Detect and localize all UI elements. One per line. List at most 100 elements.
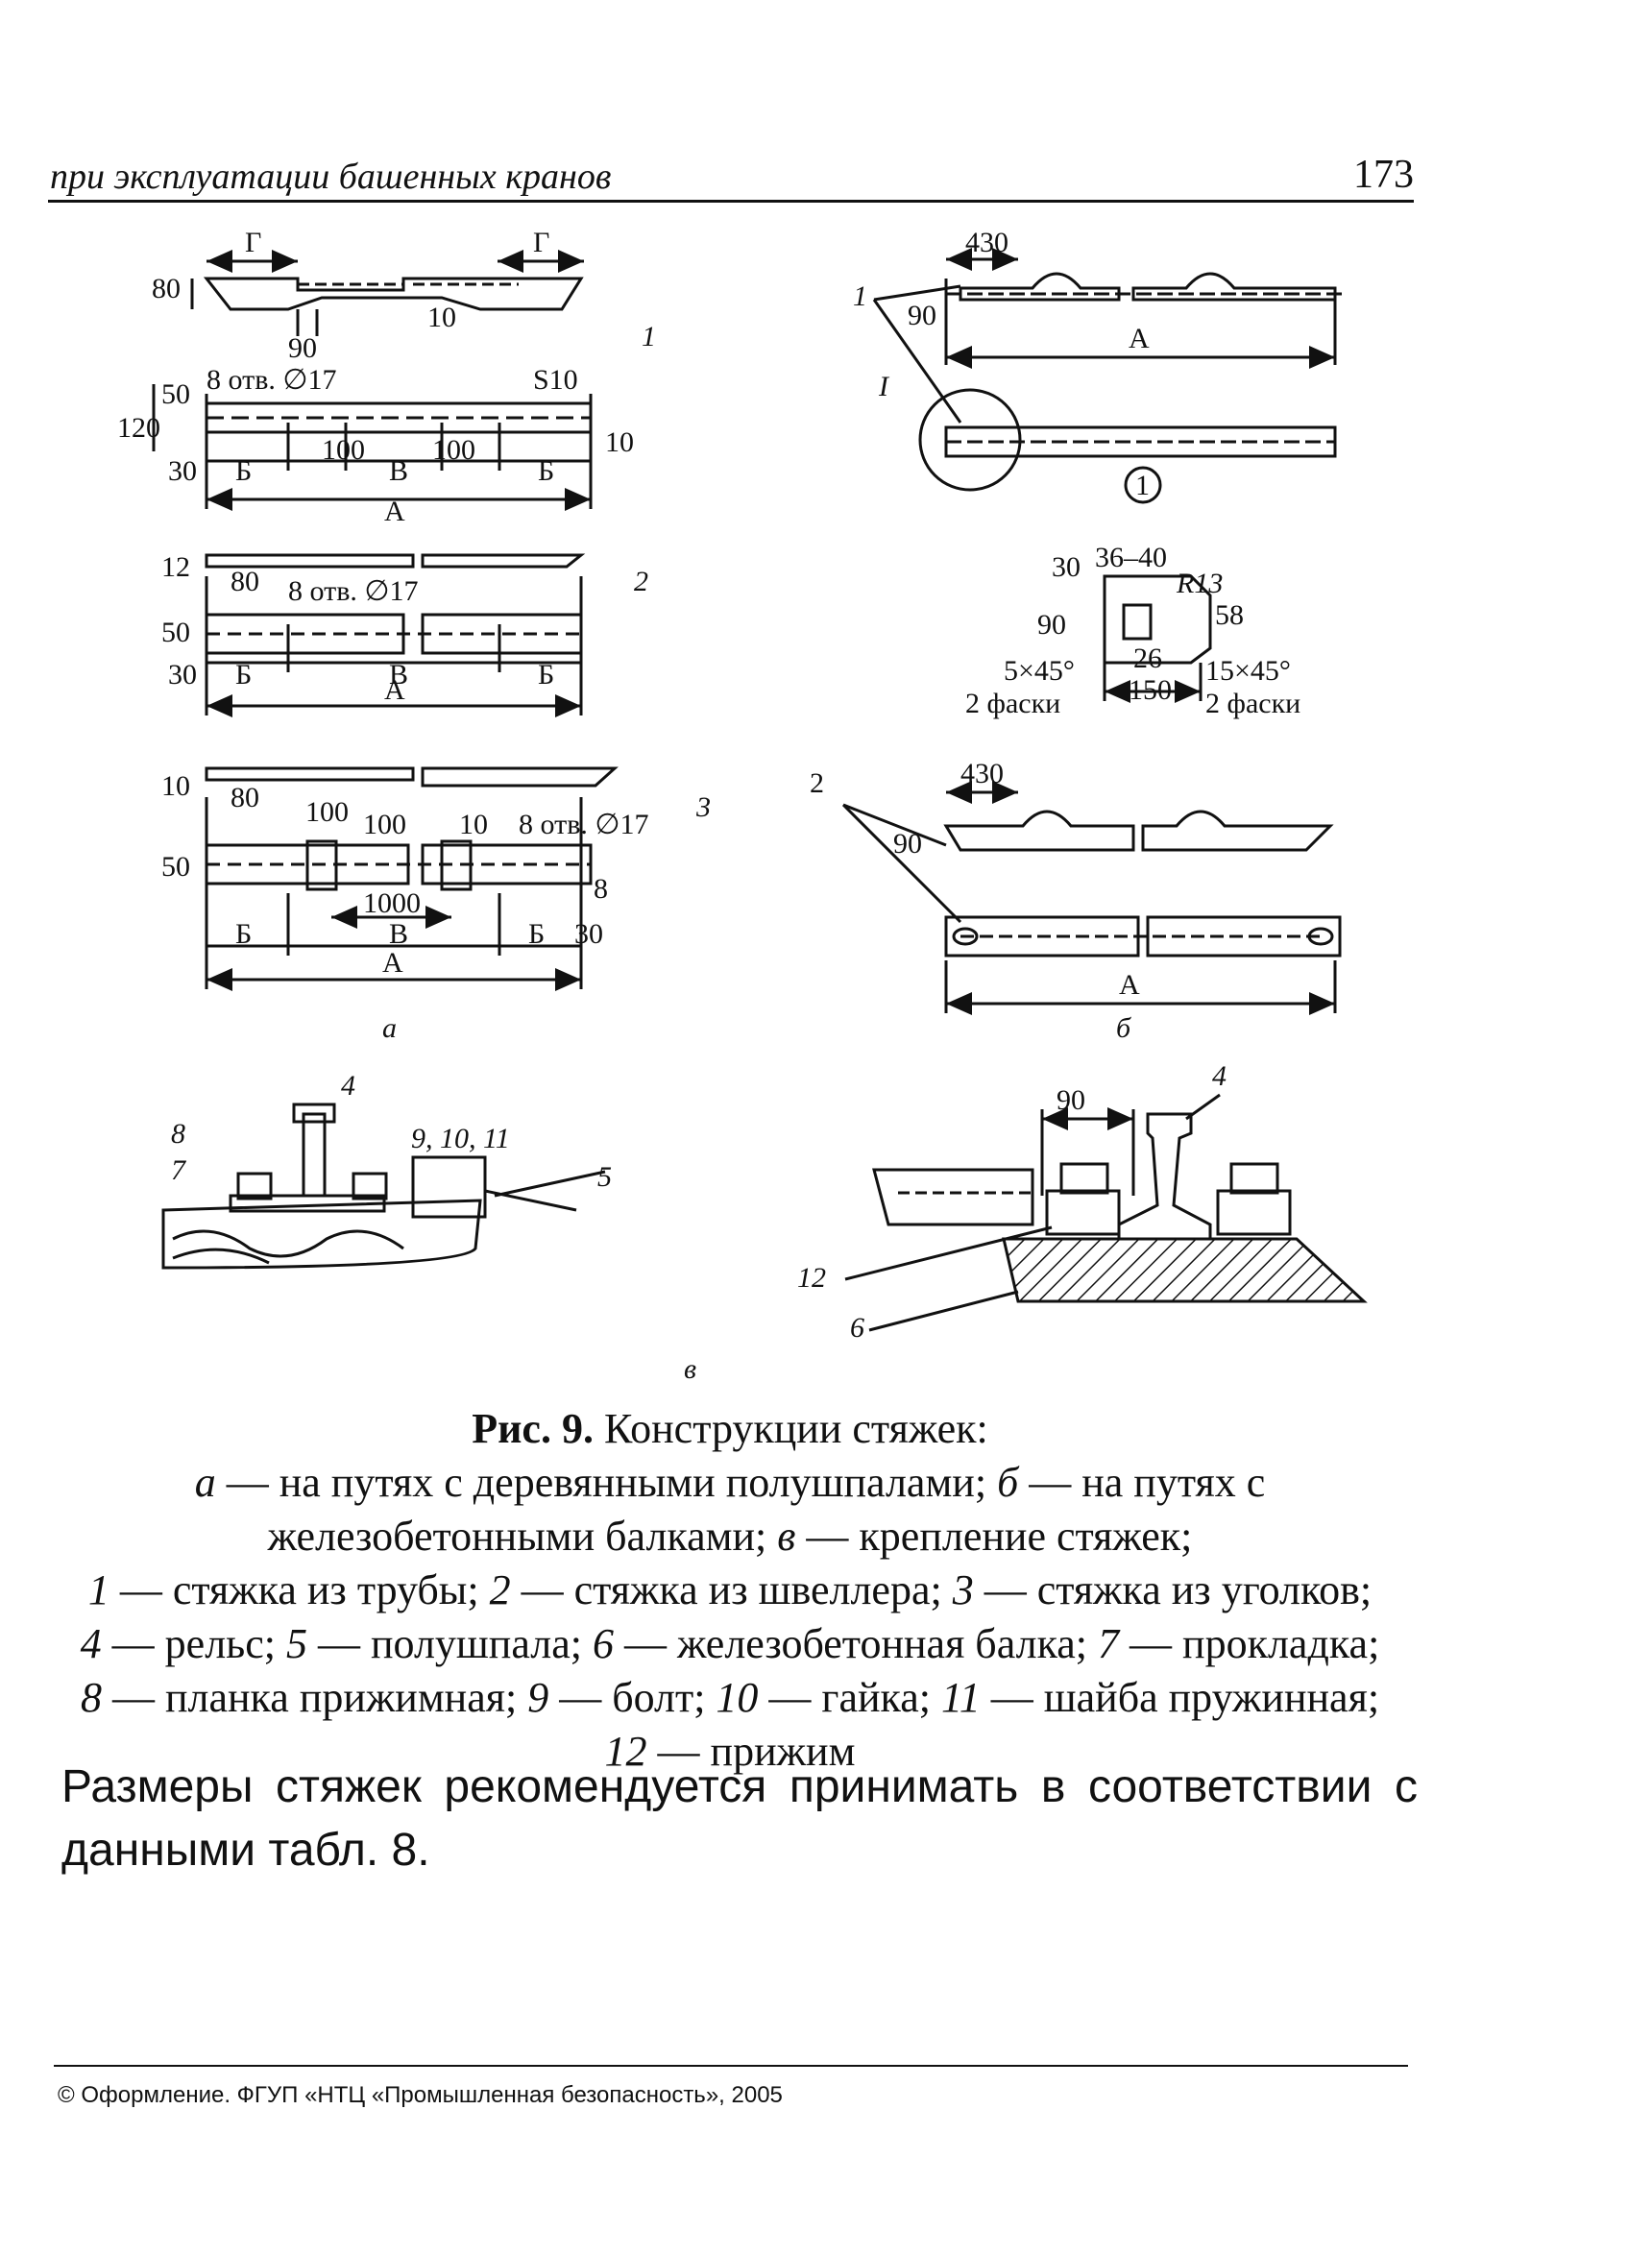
dim-label: Б xyxy=(235,918,252,950)
caption-key: 10 xyxy=(716,1674,759,1721)
caption-text: — на путях с xyxy=(1018,1459,1266,1506)
dim-label: 90 xyxy=(1057,1084,1085,1116)
caption-text: — железобетонная балка; xyxy=(613,1620,1099,1667)
dim-label: 100 xyxy=(432,434,475,466)
dim-label: R13 xyxy=(1176,568,1223,599)
caption-line: 4 — рельс; 5 — полушпала; 6 — железобето… xyxy=(38,1617,1421,1671)
dim-label: В xyxy=(389,918,408,950)
dim-label: В xyxy=(389,455,408,487)
dim-label: 100 xyxy=(305,796,349,828)
callout-label: 4 xyxy=(341,1070,355,1102)
footer-rule xyxy=(54,2065,1408,2067)
dim-label: 26 xyxy=(1133,643,1162,674)
figure-9-drawing: Г Г 80 90 10 1 8 отв. ∅17 S10 50 120 30 … xyxy=(117,227,1368,1383)
figure-title: Конструкции стяжек: xyxy=(593,1405,988,1452)
dim-label: 90 xyxy=(288,332,317,364)
caption-text: — полушпала; xyxy=(306,1620,593,1667)
caption-text: — планка прижимная; xyxy=(101,1674,528,1721)
dim-label: А xyxy=(384,496,405,527)
dim-label: 2 фаски xyxy=(965,688,1060,719)
dim-label: 8 xyxy=(594,873,608,905)
caption-line: 8 — планка прижимная; 9 — болт; 10 — гай… xyxy=(38,1671,1421,1725)
callout-label: 1 xyxy=(642,321,656,352)
caption-key: в xyxy=(777,1513,796,1560)
dim-label: 36–40 xyxy=(1095,542,1167,573)
caption-key: 12 xyxy=(604,1728,647,1775)
caption-key: 6 xyxy=(592,1620,614,1667)
dim-label: 30 xyxy=(1052,551,1081,583)
callout-label: 5 xyxy=(597,1161,612,1193)
callout-label: 4 xyxy=(1212,1060,1227,1092)
caption-text: — прижим xyxy=(646,1728,856,1775)
dim-label: 80 xyxy=(231,782,259,813)
caption-key: 5 xyxy=(285,1620,307,1667)
dim-label: 150 xyxy=(1129,674,1172,706)
caption-text: — прокладка; xyxy=(1119,1620,1380,1667)
caption-title-line: Рис. 9. Конструкции стяжек: xyxy=(38,1402,1421,1456)
dim-label: 5×45° xyxy=(1004,655,1075,687)
dim-label: 30 xyxy=(168,455,197,487)
dim-label: 80 xyxy=(231,566,259,597)
dim-label: 8 отв. ∅17 xyxy=(288,575,419,607)
caption-line: а — на путях с деревянными полушпалами; … xyxy=(38,1456,1421,1510)
dim-label: А xyxy=(384,674,405,706)
dim-label: 15×45° xyxy=(1205,655,1291,687)
callout-label: 7 xyxy=(171,1154,187,1186)
panel-v-drawing xyxy=(161,1093,1368,1332)
dim-label: S10 xyxy=(533,364,578,396)
panel-v-label: в xyxy=(684,1353,696,1383)
panel-b-drawing xyxy=(841,248,1345,1015)
callout-label: 8 xyxy=(171,1118,185,1150)
caption-key: 4 xyxy=(80,1620,102,1667)
caption-text: железобетонными балками; xyxy=(267,1513,778,1560)
dim-label: 100 xyxy=(322,434,365,466)
dim-label: 90 xyxy=(1037,609,1066,641)
dim-label: А xyxy=(1129,323,1150,354)
dim-label: Г xyxy=(533,227,549,258)
dim-label: 30 xyxy=(574,918,603,950)
dim-label: 12 xyxy=(161,551,190,583)
dim-label: Б xyxy=(235,659,252,691)
callout-label: 9, 10, 11 xyxy=(411,1123,510,1154)
caption-line: 1 — стяжка из трубы; 2 — стяжка из швелл… xyxy=(38,1564,1421,1617)
dim-label: Б xyxy=(538,659,554,691)
caption-line: 12 — прижим xyxy=(38,1725,1421,1779)
dim-label: Г xyxy=(245,227,261,258)
dim-label: 120 xyxy=(117,412,160,444)
caption-text: — болт; xyxy=(548,1674,717,1721)
panel-a-drawing xyxy=(152,250,619,991)
dim-label: 430 xyxy=(960,758,1004,789)
caption-key: 1 xyxy=(87,1566,109,1613)
caption-text: — рельс; xyxy=(101,1620,286,1667)
dim-label: А xyxy=(382,947,403,979)
caption-text: — на путях с деревянными полушпалами; xyxy=(215,1459,998,1506)
panel-b-label: б xyxy=(1116,1012,1131,1044)
callout-label: 6 xyxy=(850,1312,864,1344)
dim-label: 50 xyxy=(161,851,190,883)
dim-label: 1000 xyxy=(363,887,421,919)
dim-label: 10 xyxy=(459,809,488,840)
caption-key: 11 xyxy=(941,1674,981,1721)
callout-label: 3 xyxy=(695,791,711,823)
dim-label: Б xyxy=(235,455,252,487)
body-paragraph: Размеры стяжек рекомендуется принимать в… xyxy=(61,1761,1418,1876)
dim-label: 50 xyxy=(161,378,190,410)
footer-copyright: © Оформление. ФГУП «НТЦ «Промышленная бе… xyxy=(58,2082,783,2108)
dim-label: 8 отв. ∅17 xyxy=(206,364,337,396)
dim-label: 100 xyxy=(363,809,406,840)
dim-label: 10 xyxy=(427,302,456,333)
dim-label: 8 отв. ∅17 xyxy=(519,809,649,840)
dim-label: 50 xyxy=(161,617,190,648)
dim-label: 58 xyxy=(1215,599,1244,631)
caption-text: — гайка; xyxy=(758,1674,942,1721)
dim-label: 30 xyxy=(168,659,197,691)
caption-key: 2 xyxy=(489,1566,511,1613)
caption-line: железобетонными балками; в — крепление с… xyxy=(38,1510,1421,1564)
caption-text: — стяжка из уголков; xyxy=(973,1566,1373,1613)
page-number: 173 xyxy=(1353,153,1414,197)
running-header-title: при эксплуатации башенных кранов xyxy=(50,157,612,197)
dim-label: А xyxy=(1119,969,1140,1001)
figure-labels: Г Г 80 90 10 1 8 отв. ∅17 S10 50 120 30 … xyxy=(117,227,1300,1383)
dim-label: Б xyxy=(538,455,554,487)
detail-marker: I xyxy=(878,371,890,402)
